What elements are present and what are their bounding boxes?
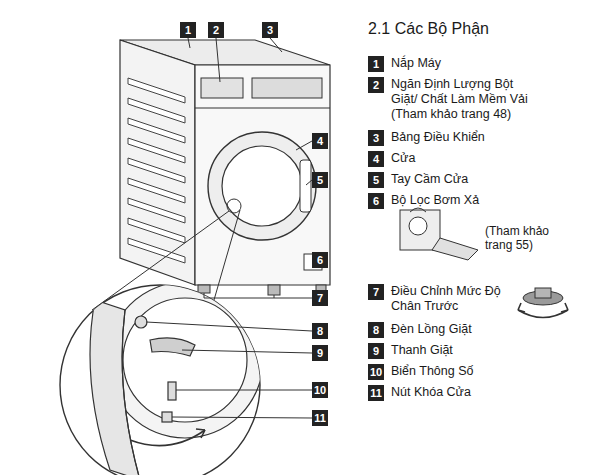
- panel-edge: [195, 108, 330, 109]
- callout-node: 7: [312, 290, 328, 306]
- callout-node: 4: [312, 133, 328, 149]
- control-panel: [252, 78, 322, 98]
- part-list-item: 4 Cửa: [368, 151, 597, 167]
- front-face: [195, 65, 330, 285]
- part-name: Đèn Lồng Giặt: [391, 322, 581, 337]
- part-name-text: Bộ Lọc Bơm Xả: [391, 193, 581, 208]
- page-reference: (Tham khảo trang 55): [485, 224, 565, 252]
- callout-node: 5: [312, 172, 328, 188]
- part-name-text: Đèn Lồng Giặt: [391, 322, 581, 337]
- zoom-line: [214, 210, 240, 300]
- part-list-item: 10 Biển Thông Số: [368, 364, 597, 380]
- part-list-item: 6 Bộ Lọc Bơm Xả: [368, 193, 597, 209]
- callout-node: 8: [312, 323, 328, 339]
- part-name: Bảng Điều Khiển: [391, 130, 581, 145]
- heading: 2.1 Các Bộ Phận: [368, 20, 489, 38]
- callout-node: 2: [208, 22, 224, 38]
- callout-node: 10: [312, 382, 328, 398]
- callout-number: 5: [368, 172, 384, 188]
- part-name: Cửa: [391, 151, 581, 166]
- callout-number: 6: [312, 252, 328, 268]
- door-handle: [300, 160, 311, 212]
- callout-number: 10: [368, 364, 384, 380]
- callout-number: 6: [368, 193, 384, 209]
- foot: [268, 285, 280, 295]
- part-name: Nút Khóa Cửa: [391, 385, 581, 400]
- callout-number: 4: [312, 133, 328, 149]
- part-list-item: 9 Thanh Giặt: [368, 343, 597, 359]
- part-name-text: Cửa: [391, 151, 581, 166]
- callout-number: 4: [368, 151, 384, 167]
- part-name: Nắp Máy: [391, 56, 581, 71]
- zoom-circle: [60, 285, 260, 475]
- callout-number: 3: [262, 22, 278, 38]
- callout-number: 8: [312, 323, 328, 339]
- callout-number: 10: [312, 382, 328, 398]
- part-list-item: 7Điều Chỉnh Mức Độ Chân Trước: [368, 284, 597, 300]
- callout-number: 7: [312, 290, 328, 306]
- callout-number: 1: [368, 56, 384, 72]
- callout-number: 9: [312, 345, 328, 361]
- part-name: Thanh Giặt: [391, 343, 581, 358]
- page-reference: (Tham khảo trang 48): [391, 107, 541, 122]
- part-name-text: Nút Khóa Cửa: [391, 385, 581, 400]
- callout-number: 9: [368, 343, 384, 359]
- part-name-text: Biển Thông Số: [391, 364, 581, 379]
- part-name-text: Thanh Giặt: [391, 343, 581, 358]
- part-name: Ngăn Định Lượng Bột Giặt/ Chất Làm Mềm V…: [391, 77, 541, 122]
- callout-number: 8: [368, 322, 384, 338]
- part-name: Điều Chỉnh Mức Độ Chân Trước: [391, 284, 511, 314]
- callout-number: 2: [208, 22, 224, 38]
- zoom-detail: [90, 282, 263, 475]
- part-list-item: 1 Nắp Máy: [368, 56, 597, 72]
- callout-node: 3: [262, 22, 278, 38]
- part-name-text: Nắp Máy: [391, 56, 581, 71]
- part-list-item: 8 Đèn Lồng Giặt: [368, 322, 597, 338]
- part-name: Tay Cầm Cửa: [391, 172, 581, 187]
- callout-node: 1: [180, 22, 196, 38]
- detergent-drawer: [201, 78, 243, 98]
- zoom-spot: [227, 199, 241, 213]
- part-list-item: 3 Bảng Điều Khiển: [368, 130, 597, 146]
- callout-number: 2: [368, 77, 384, 93]
- part-list-item: 11 Nút Khóa Cửa: [368, 385, 597, 401]
- callout-number: 7: [368, 284, 384, 300]
- door: [208, 132, 316, 240]
- callout-number: 1: [180, 22, 196, 38]
- callout-number: 5: [312, 172, 328, 188]
- callout-number: 11: [368, 385, 384, 401]
- side-slats: [128, 78, 185, 263]
- filter-illustration: [400, 208, 478, 260]
- door-glass: [222, 146, 302, 226]
- leader-lines: [146, 38, 318, 418]
- callout-node: 9: [312, 345, 328, 361]
- callout-node: 11: [312, 410, 328, 426]
- part-name-text: Tay Cầm Cửa: [391, 172, 581, 187]
- callout-number: 3: [368, 130, 384, 146]
- part-name-text: Bảng Điều Khiển: [391, 130, 581, 145]
- part-name: Biển Thông Số: [391, 364, 581, 379]
- part-name-text: Điều Chỉnh Mức Độ Chân Trước: [391, 284, 511, 314]
- side-face: [120, 40, 195, 285]
- callout-number: 11: [312, 410, 328, 426]
- part-list-item: 2Ngăn Định Lượng Bột Giặt/ Chất Làm Mềm …: [368, 77, 597, 93]
- callout-node: 6: [312, 252, 328, 268]
- part-list-item: 5 Tay Cầm Cửa: [368, 172, 597, 188]
- part-name: Bộ Lọc Bơm Xả: [391, 193, 581, 208]
- foot-knob-illustration: [518, 288, 568, 318]
- foot: [198, 285, 210, 293]
- part-name-text: Ngăn Định Lượng Bột Giặt/ Chất Làm Mềm V…: [391, 77, 541, 107]
